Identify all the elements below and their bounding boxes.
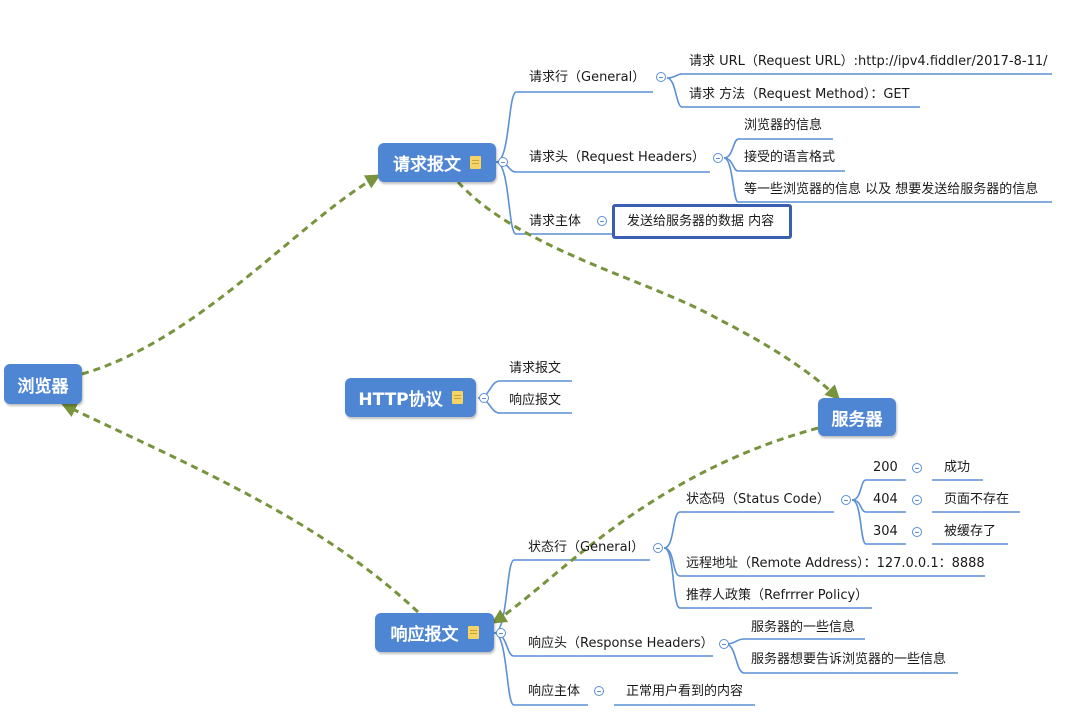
- http-item: 请求报文: [509, 361, 562, 376]
- http-node-label: HTTP协议: [358, 390, 443, 410]
- request-body-label: 请求主体: [529, 214, 582, 229]
- request-header-item: 接受的语言格式: [744, 150, 836, 165]
- note-icon: [470, 156, 481, 169]
- request-headers-label: 请求头（Request Headers）: [529, 150, 706, 165]
- collapse-toggle-icon[interactable]: [912, 527, 922, 537]
- arrow-request-to-server: [456, 180, 841, 401]
- request-body-item-box[interactable]: [612, 204, 792, 239]
- browser-node[interactable]: 浏览器: [4, 364, 82, 404]
- http-node[interactable]: HTTP协议: [345, 378, 476, 417]
- remote-address-label: 远程地址（Remote Address）：127.0.0.1：8888: [686, 556, 985, 571]
- status-code-meaning: 成功: [944, 460, 971, 475]
- response-body-label: 响应主体: [528, 684, 581, 699]
- browser-node-label: 浏览器: [17, 376, 69, 397]
- response-node-label: 响应报文: [390, 625, 459, 645]
- branch-line: [495, 161, 517, 235]
- collapse-toggle-icon[interactable]: [496, 628, 506, 638]
- collapse-toggle-icon[interactable]: [597, 216, 607, 226]
- collapse-toggle-icon[interactable]: [713, 153, 723, 163]
- arrow-server-to-response: [491, 426, 819, 624]
- collapse-toggle-icon[interactable]: [841, 495, 851, 505]
- request-url-label: 请求 URL（Request URL）:http://ipv4.fiddler/…: [689, 54, 1048, 69]
- status-code-value: 404: [873, 492, 898, 507]
- collapse-toggle-icon[interactable]: [594, 686, 604, 696]
- collapse-toggle-icon[interactable]: [479, 393, 489, 403]
- referrer-policy-label: 推荐人政策（Refrrrer Policy）: [686, 588, 869, 603]
- response-body-item: 正常用户看到的内容: [626, 684, 744, 699]
- response-line-label: 状态行（General）: [528, 540, 645, 555]
- status-code-value: 304: [873, 524, 898, 539]
- request-body-item: 发送给服务器的数据 内容: [627, 214, 775, 229]
- request-line-label: 请求行（General）: [529, 70, 646, 85]
- collapse-toggle-icon[interactable]: [912, 495, 922, 505]
- collapse-toggle-icon[interactable]: [653, 543, 663, 553]
- collapse-toggle-icon[interactable]: [912, 463, 922, 473]
- note-icon: [467, 626, 479, 639]
- server-node-label: 服务器: [831, 409, 883, 430]
- request-header-item: 浏览器的信息: [744, 118, 823, 133]
- response-header-item: 服务器想要告诉浏览器的一些信息: [751, 652, 947, 667]
- response-node[interactable]: 响应报文: [375, 613, 494, 652]
- request-node[interactable]: 请求报文: [378, 143, 496, 182]
- server-node[interactable]: 服务器: [818, 398, 896, 436]
- branch-line: [495, 91, 517, 163]
- note-icon: [451, 391, 463, 404]
- collapse-toggle-icon[interactable]: [719, 639, 729, 649]
- collapse-toggle-icon[interactable]: [656, 72, 666, 82]
- http-item: 响应报文: [509, 393, 562, 408]
- response-headers-label: 响应头（Response Headers）: [528, 636, 714, 651]
- status-code-meaning: 页面不存在: [944, 492, 1010, 507]
- arrow-response-to-browser: [61, 403, 420, 614]
- request-header-item: 等一些浏览器的信息 以及 想要发送给服务器的信息: [744, 182, 1039, 197]
- request-method-label: 请求 方法（Request Method）：GET: [689, 87, 910, 102]
- collapse-toggle-icon[interactable]: [498, 157, 508, 167]
- arrow-browser-to-request: [81, 174, 381, 376]
- status-code-label: 状态码（Status Code）: [686, 492, 830, 507]
- status-code-meaning: 被缓存了: [944, 524, 997, 539]
- response-header-item: 服务器的一些信息: [751, 620, 856, 635]
- status-code-value: 200: [873, 460, 898, 475]
- request-node-label: 请求报文: [393, 155, 461, 175]
